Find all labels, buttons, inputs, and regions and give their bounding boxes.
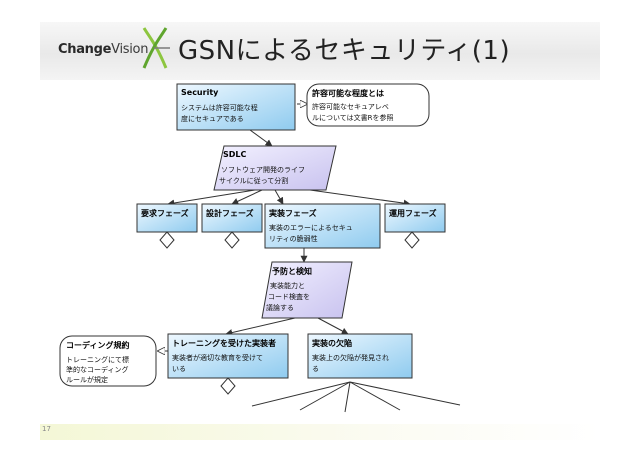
svg-text:運用フェーズ: 運用フェーズ (389, 208, 437, 218)
svg-text:議論する: 議論する (266, 303, 294, 312)
svg-text:いる: いる (172, 365, 186, 373)
strategy-sdlc: SDLC ソフトウェア開発のライフ サイクルに従って分割 (213, 145, 337, 191)
header-band (40, 22, 600, 80)
edge-prevention-defects (317, 317, 349, 335)
goal-security: Security システムは許容可能な程 度にセキュアである (176, 83, 296, 131)
svg-text:システムは許容可能な程: システムは許容可能な程 (181, 103, 258, 112)
undeveloped-diamond (220, 377, 236, 395)
changevision-logo: ChangeVision (58, 42, 149, 57)
svg-text:実装の欠陥: 実装の欠陥 (312, 338, 352, 348)
svg-text:SDLC: SDLC (223, 150, 247, 159)
svg-text:設計フェーズ: 設計フェーズ (206, 208, 254, 218)
svg-text:実装能力と: 実装能力と (270, 281, 305, 290)
goal-training: トレーニングを受けた実装者 実装者が適切な教育を受けて いる (167, 333, 289, 395)
undeveloped-diamond (159, 231, 175, 249)
svg-text:実装上の欠陥が発見され: 実装上の欠陥が発見され (312, 353, 389, 362)
svg-text:トレーニングにて標: トレーニングにて標 (66, 355, 129, 364)
goal-design: 設計フェーズ (201, 203, 263, 249)
svg-text:Security: Security (181, 88, 219, 97)
edge-sdlc-implementation (274, 189, 284, 205)
edge-security-sdlc (249, 129, 273, 147)
goal-operation: 運用フェーズ (384, 203, 446, 249)
footer-band (40, 424, 600, 440)
undeveloped-diamond (224, 231, 240, 249)
page-number: 17 (42, 425, 51, 433)
svg-text:ルールが規定: ルールが規定 (66, 375, 108, 384)
svg-text:許容可能な程度とは: 許容可能な程度とは (312, 88, 384, 98)
svg-text:トレーニングを受けた実装者: トレーニングを受けた実装者 (172, 338, 276, 348)
edge-sdlc-requirements (167, 189, 256, 207)
svg-text:る: る (312, 365, 319, 373)
edges (158, 104, 461, 413)
svg-text:コーディング規約: コーディング規約 (66, 340, 129, 350)
svg-text:サイクルに従って分割: サイクルに従って分割 (219, 176, 288, 185)
context-acceptable: 許容可能な程度とは 許容可能なセキュアレベ ルについては文書Rを参照 (306, 83, 430, 127)
svg-text:準的なコーディング: 準的なコーディング (66, 365, 129, 374)
strategy-prevention: 予防と検知 実装能力と コード検査を 議論する (261, 261, 353, 319)
edge-sdlc-operation (309, 189, 411, 207)
context-coding-rules: コーディング規約 トレーニングにて標 準的なコーディング ルールが規定 (59, 335, 157, 387)
svg-text:実装のエラーによるセキュ: 実装のエラーによるセキュ (269, 223, 353, 232)
svg-text:度にセキュアである: 度にセキュアである (181, 114, 244, 123)
svg-text:実装フェーズ: 実装フェーズ (269, 208, 317, 218)
svg-text:許容可能なセキュアレベ: 許容可能なセキュアレベ (312, 102, 389, 111)
svg-text:リティの脆弱性: リティの脆弱性 (269, 234, 318, 243)
goal-implementation: 実装フェーズ 実装のエラーによるセキュ リティの脆弱性 (264, 203, 381, 249)
undeveloped-diamond (404, 231, 420, 249)
svg-text:ソフトウェア開発のライフ: ソフトウェア開発のライフ (221, 165, 305, 174)
svg-text:実装者が適切な教育を受けて: 実装者が適切な教育を受けて (172, 353, 263, 362)
slide-title: GSNによるセキュリティ(1) (178, 36, 511, 66)
edge-prevention-training (225, 317, 296, 336)
svg-text:要求フェーズ: 要求フェーズ (141, 208, 189, 218)
svg-text:コード検査を: コード検査を (268, 292, 310, 301)
goal-requirements: 要求フェーズ (136, 203, 198, 249)
edge-sdlc-design (231, 189, 263, 205)
svg-text:予防と検知: 予防と検知 (272, 266, 312, 276)
goal-defects: 実装の欠陥 実装上の欠陥が発見され る (307, 333, 413, 379)
changevision-x-icon (142, 27, 170, 69)
svg-text:ルについては文書Rを参照: ルについては文書Rを参照 (312, 113, 394, 122)
